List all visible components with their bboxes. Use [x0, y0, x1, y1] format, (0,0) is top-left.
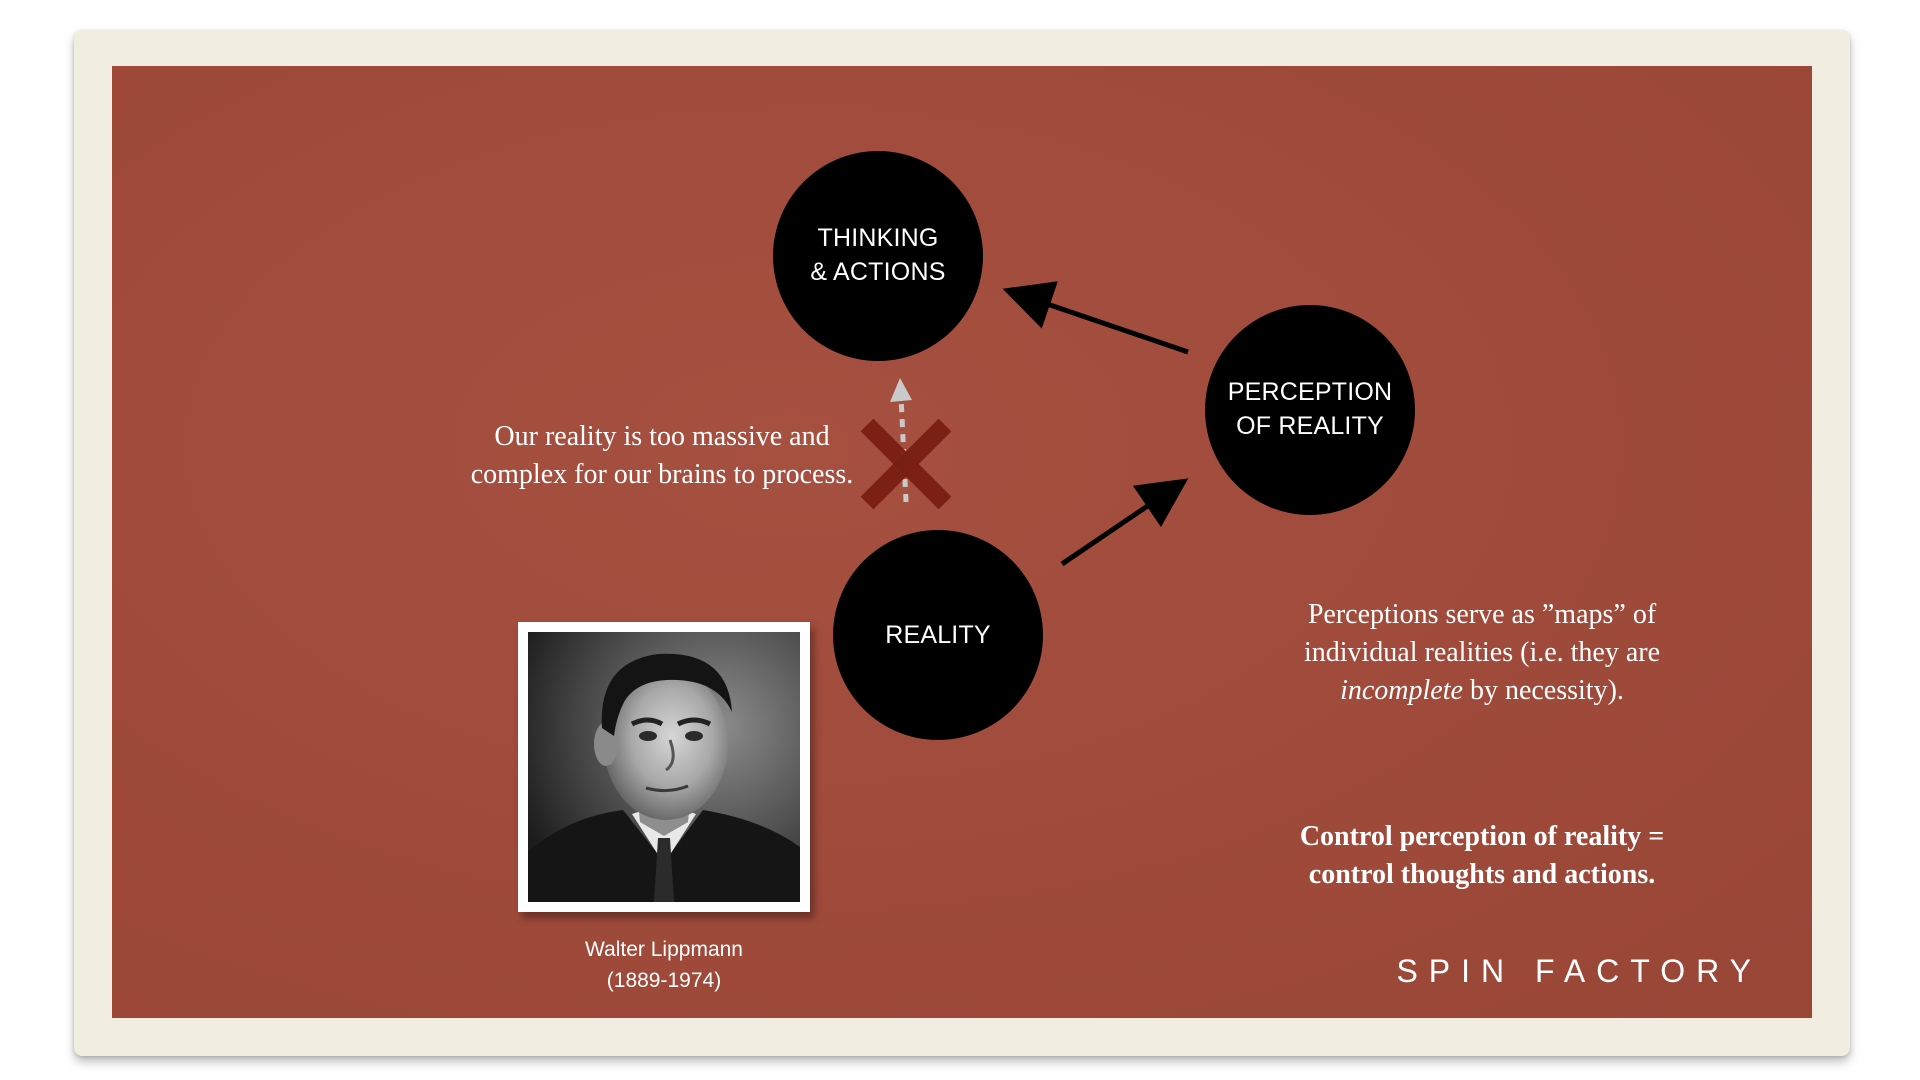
right-caption-line1: Perceptions serve as ”maps” of: [1307, 599, 1657, 630]
right-caption-line3: incomplete by necessity).: [1122, 672, 1812, 710]
portrait-image: [528, 632, 800, 902]
right-caption-italic: incomplete: [1340, 675, 1463, 706]
node-perception-of-reality: [1205, 305, 1415, 515]
node-reality: [833, 530, 1043, 740]
portrait-years: (1889-1974): [606, 969, 722, 992]
portrait-frame: [518, 622, 810, 912]
blocked-cross-icon: [860, 418, 952, 510]
node-perception-line2: OF REALITY: [1236, 412, 1384, 440]
blocked-direct-arrow: [890, 378, 912, 503]
node-reality-label: REALITY: [838, 618, 1038, 652]
right-caption-line3-rest: by necessity).: [1462, 675, 1624, 706]
portrait-photo: [528, 632, 800, 902]
reality-complexity-caption: Our reality is too massive and complex f…: [352, 418, 972, 494]
flow-diagram: [773, 151, 1415, 740]
brand-wordmark: SPIN FACTORY: [1396, 953, 1762, 989]
node-thinking-line2: & ACTIONS: [810, 258, 946, 286]
left-caption-line1: Our reality is too massive and: [494, 421, 830, 452]
bold-caption-line1: Control perception of reality =: [1299, 821, 1665, 852]
node-reality-line1: REALITY: [885, 621, 991, 649]
slide: THINKING & ACTIONS PERCEPTION OF REALITY…: [112, 66, 1812, 1018]
node-thinking-label: THINKING & ACTIONS: [778, 221, 978, 289]
node-thinking-actions: [773, 151, 983, 361]
bold-caption-line2: control thoughts and actions.: [1308, 859, 1656, 890]
node-thinking-line1: THINKING: [817, 224, 939, 252]
perception-maps-caption: Perceptions serve as ”maps” of individua…: [1122, 596, 1812, 710]
node-perception-label: PERCEPTION OF REALITY: [1210, 375, 1410, 443]
control-perception-caption: Control perception of reality = control …: [1122, 818, 1812, 894]
arrow-perception-to-thinking: [1002, 281, 1189, 355]
right-caption-line2: individual realities (i.e. they are: [1303, 637, 1661, 668]
portrait-name: Walter Lippmann: [585, 938, 743, 961]
left-caption-line2: complex for our brains to process.: [470, 459, 854, 490]
node-perception-line1: PERCEPTION: [1227, 378, 1393, 406]
arrow-reality-to-perception: [1060, 478, 1189, 567]
portrait-caption: Walter Lippmann (1889-1974): [512, 934, 816, 996]
